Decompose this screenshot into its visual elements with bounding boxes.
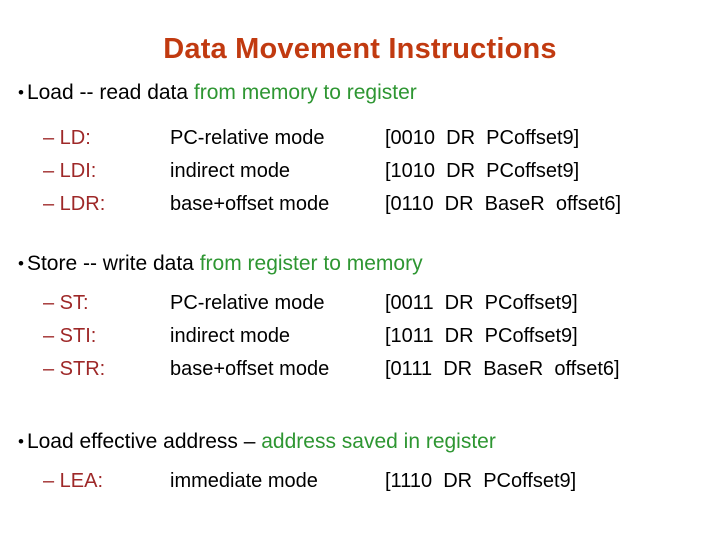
instruction-row-lea: – LEA: immediate mode [1110 DR PCoffset9… <box>0 465 720 498</box>
encoding-cell: [0011 DR PCoffset9] <box>385 292 578 314</box>
mode-cell: indirect mode <box>170 160 291 182</box>
encoding-cell: [0111 DR BaseR offset6] <box>385 358 620 380</box>
instruction-row-ldi: – LDI: indirect mode [1010 DR PCoffset9] <box>0 155 720 188</box>
lea-instruction-rows: – LEA: immediate mode [1110 DR PCoffset9… <box>0 465 720 498</box>
store-instruction-rows: – ST: PC-relative mode [0011 DR PCoffset… <box>0 287 720 386</box>
mnemonic-cell: – STI: <box>43 325 97 347</box>
mode-cell: immediate mode <box>170 470 318 492</box>
bullet-text-black: Store -- write data <box>26 252 200 275</box>
mnemonic-cell: – ST: <box>43 292 89 314</box>
encoding-cell: [0110 DR BaseR offset6] <box>385 193 622 215</box>
instruction-row-ld: – LD: PC-relative mode [0010 DR PCoffset… <box>0 122 720 155</box>
mnemonic-cell: – STR: <box>43 358 106 380</box>
encoding-cell: [1110 DR PCoffset9] <box>385 470 577 492</box>
mnemonic-cell: – LDR: <box>43 193 106 215</box>
page-title: Data Movement Instructions <box>163 33 557 66</box>
bullet-text-black: Load effective address – <box>26 430 262 453</box>
instruction-row-sti: – STI: indirect mode [1011 DR PCoffset9] <box>0 320 720 353</box>
bullet-line-store: •Store -- write data from register to me… <box>18 252 710 276</box>
mode-cell: indirect mode <box>170 325 291 347</box>
instruction-row-ldr: – LDR: base+offset mode [0110 DR BaseR o… <box>0 188 720 221</box>
mode-cell: base+offset mode <box>170 358 330 380</box>
mode-cell: PC-relative mode <box>170 127 325 149</box>
instruction-row-st: – ST: PC-relative mode [0011 DR PCoffset… <box>0 287 720 320</box>
encoding-cell: [0010 DR PCoffset9] <box>385 127 580 149</box>
mnemonic-cell: – LEA: <box>43 470 104 492</box>
bullet-marker: • <box>18 432 24 451</box>
mode-cell: base+offset mode <box>170 193 330 215</box>
encoding-cell: [1011 DR PCoffset9] <box>385 325 578 347</box>
bullet-text-green: address saved in register <box>261 430 496 453</box>
mnemonic-cell: – LDI: <box>43 160 97 182</box>
bullet-line-lea: •Load effective address – address saved … <box>18 430 710 454</box>
bullet-text-black: Load -- read data <box>26 81 194 104</box>
instruction-row-str: – STR: base+offset mode [0111 DR BaseR o… <box>0 353 720 386</box>
encoding-cell: [1010 DR PCoffset9] <box>385 160 580 182</box>
bullet-text-green: from register to memory <box>199 252 423 275</box>
bullet-line-load: •Load -- read data from memory to regist… <box>18 81 710 105</box>
load-instruction-rows: – LD: PC-relative mode [0010 DR PCoffset… <box>0 122 720 221</box>
bullet-text-green: from memory to register <box>193 81 417 104</box>
bullet-marker: • <box>18 83 24 102</box>
bullet-marker: • <box>18 254 24 273</box>
mnemonic-cell: – LD: <box>43 127 91 149</box>
mode-cell: PC-relative mode <box>170 292 325 314</box>
